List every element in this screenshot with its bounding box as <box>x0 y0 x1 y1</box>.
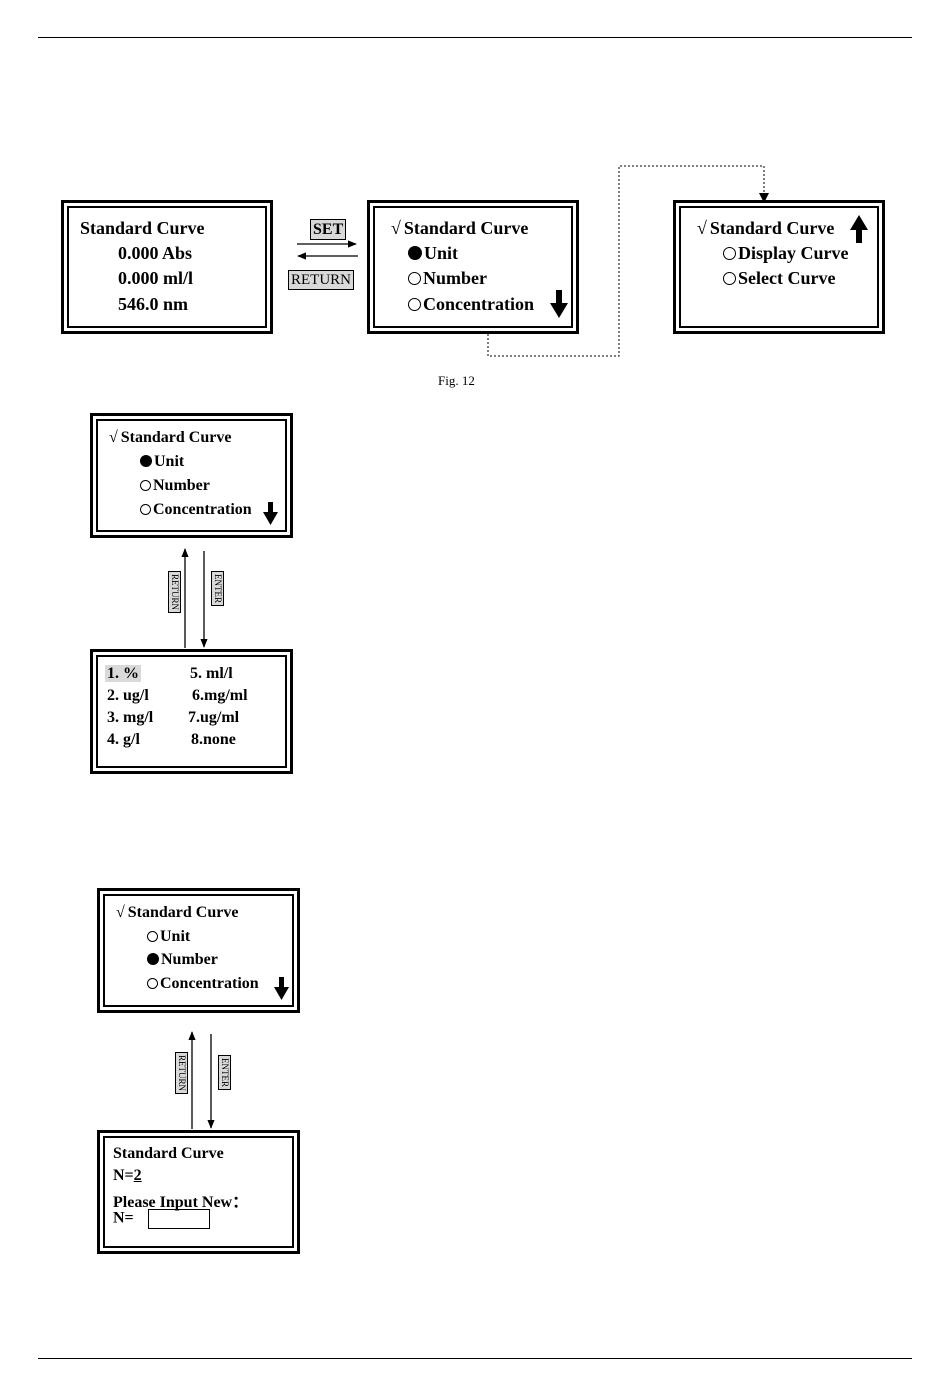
menu-item-label: Number <box>153 477 210 494</box>
radio-unselected-icon <box>140 480 151 491</box>
menu-title-row: √Standard Curve <box>109 429 231 447</box>
arrow-down-icon <box>263 502 278 525</box>
concentration-value: 0.000 ml/l <box>118 268 193 288</box>
menu-item-label: Unit <box>424 243 459 263</box>
absorbance-value: 0.000 Abs <box>118 243 193 263</box>
current-n-row: N=2 <box>113 1167 142 1185</box>
new-n-label: N= <box>113 1209 134 1227</box>
arrow-down-icon <box>550 290 568 318</box>
radio-unselected-icon <box>723 272 736 285</box>
unit-option-1[interactable]: 1. % <box>105 665 141 683</box>
menu-item-label: Unit <box>160 928 191 945</box>
connector-arrowhead <box>759 193 769 203</box>
radio-unselected-icon <box>147 931 158 942</box>
check-mark-icon: √ <box>391 218 401 238</box>
menu-item-number[interactable]: Number <box>147 951 218 969</box>
radio-selected-icon <box>147 953 159 965</box>
menu-title-row: √Standard Curve <box>116 904 238 922</box>
menu-title-row: √Standard Curve <box>391 218 528 239</box>
return-key-label: RETURN <box>168 571 181 613</box>
radio-unselected-icon <box>140 504 151 515</box>
screen-title: Standard Curve <box>80 218 205 238</box>
return-key-label: RETURN <box>175 1052 188 1094</box>
check-mark-icon: √ <box>697 218 707 238</box>
unit-option-4[interactable]: 4. g/l <box>107 731 140 748</box>
radio-unselected-icon <box>147 978 158 989</box>
screen-title: Standard Curve <box>113 1145 224 1162</box>
new-n-row: N= <box>113 1209 210 1229</box>
menu-item-label: Display Curve <box>738 243 849 263</box>
enter-key-label: ENTER <box>218 1055 231 1090</box>
menu-item-number[interactable]: Number <box>140 477 210 495</box>
footer-rule <box>38 1358 912 1359</box>
menu-title-row: √Standard Curve <box>697 218 834 239</box>
menu-item-label: Concentration <box>153 501 252 518</box>
menu-item-label: Number <box>423 268 487 288</box>
unit-option-8[interactable]: 8.none <box>191 731 236 748</box>
n-current-value: 2 <box>133 1167 142 1184</box>
unit-option-3[interactable]: 3. mg/l <box>107 709 154 726</box>
set-key-label: SET <box>310 219 347 240</box>
menu-item-label: Number <box>161 951 218 968</box>
screen-unit-list: 1. % 2. ug/l 3. mg/l 4. g/l 5. ml/l 6.mg… <box>90 649 293 774</box>
screen-number-selected-menu: √Standard Curve Unit Number Concentratio… <box>97 888 300 1013</box>
menu-item-label: Concentration <box>160 975 259 992</box>
menu-item-number[interactable]: Number <box>408 268 487 289</box>
radio-selected-icon <box>140 455 152 467</box>
screen-standard-curve-menu-page1: √Standard Curve Unit Number Concentratio… <box>367 200 579 334</box>
unit-option-label: 1. % <box>105 665 141 682</box>
radio-unselected-icon <box>408 298 421 311</box>
return-key-label: RETURN <box>288 270 354 290</box>
menu-title: Standard Curve <box>127 904 239 921</box>
menu-item-concentration[interactable]: Concentration <box>408 294 534 315</box>
menu-item-unit[interactable]: Unit <box>408 243 458 264</box>
menu-item-label: Concentration <box>423 294 534 314</box>
menu-item-concentration[interactable]: Concentration <box>147 975 259 993</box>
menu-item-unit[interactable]: Unit <box>140 453 184 471</box>
radio-unselected-icon <box>723 247 736 260</box>
screen-unit-selected-menu: √Standard Curve Unit Number Concentratio… <box>90 413 293 538</box>
screen-standard-curve-menu-page2: √Standard Curve Display Curve Select Cur… <box>673 200 885 334</box>
menu-title: Standard Curve <box>403 218 529 238</box>
unit-option-7[interactable]: 7.ug/ml <box>188 709 240 726</box>
menu-title: Standard Curve <box>120 429 232 446</box>
arrow-down-icon <box>274 977 289 1000</box>
unit-option-6[interactable]: 6.mg/ml <box>192 687 248 704</box>
menu-item-concentration[interactable]: Concentration <box>140 501 252 519</box>
radio-unselected-icon <box>408 272 421 285</box>
check-mark-icon: √ <box>109 429 118 446</box>
enter-key-label: ENTER <box>211 571 224 606</box>
dotted-connector <box>487 165 765 357</box>
radio-selected-icon <box>408 246 422 260</box>
unit-option-5[interactable]: 5. ml/l <box>190 665 233 682</box>
menu-item-unit[interactable]: Unit <box>147 928 190 946</box>
menu-item-display-curve[interactable]: Display Curve <box>723 243 849 264</box>
check-mark-icon: √ <box>116 904 125 921</box>
unit-option-2[interactable]: 2. ug/l <box>107 687 149 704</box>
input-prompt: Please Input New： <box>113 1194 249 1211</box>
menu-item-label: Unit <box>154 453 185 470</box>
menu-item-select-curve[interactable]: Select Curve <box>723 268 835 289</box>
screen-standard-curve-main: Standard Curve 0.000 Abs 0.000 ml/l 546.… <box>61 200 273 334</box>
n-input-field[interactable] <box>147 1209 210 1229</box>
wavelength-value: 546.0 nm <box>118 294 189 314</box>
header-rule <box>38 37 912 38</box>
menu-item-label: Select Curve <box>738 268 836 288</box>
screen-number-input: Standard Curve N=2 Please Input New： N= <box>97 1130 300 1254</box>
figure-caption: Fig. 12 <box>438 373 475 388</box>
menu-title: Standard Curve <box>709 218 835 238</box>
arrow-up-icon <box>850 215 868 243</box>
n-label: N= <box>113 1167 134 1184</box>
